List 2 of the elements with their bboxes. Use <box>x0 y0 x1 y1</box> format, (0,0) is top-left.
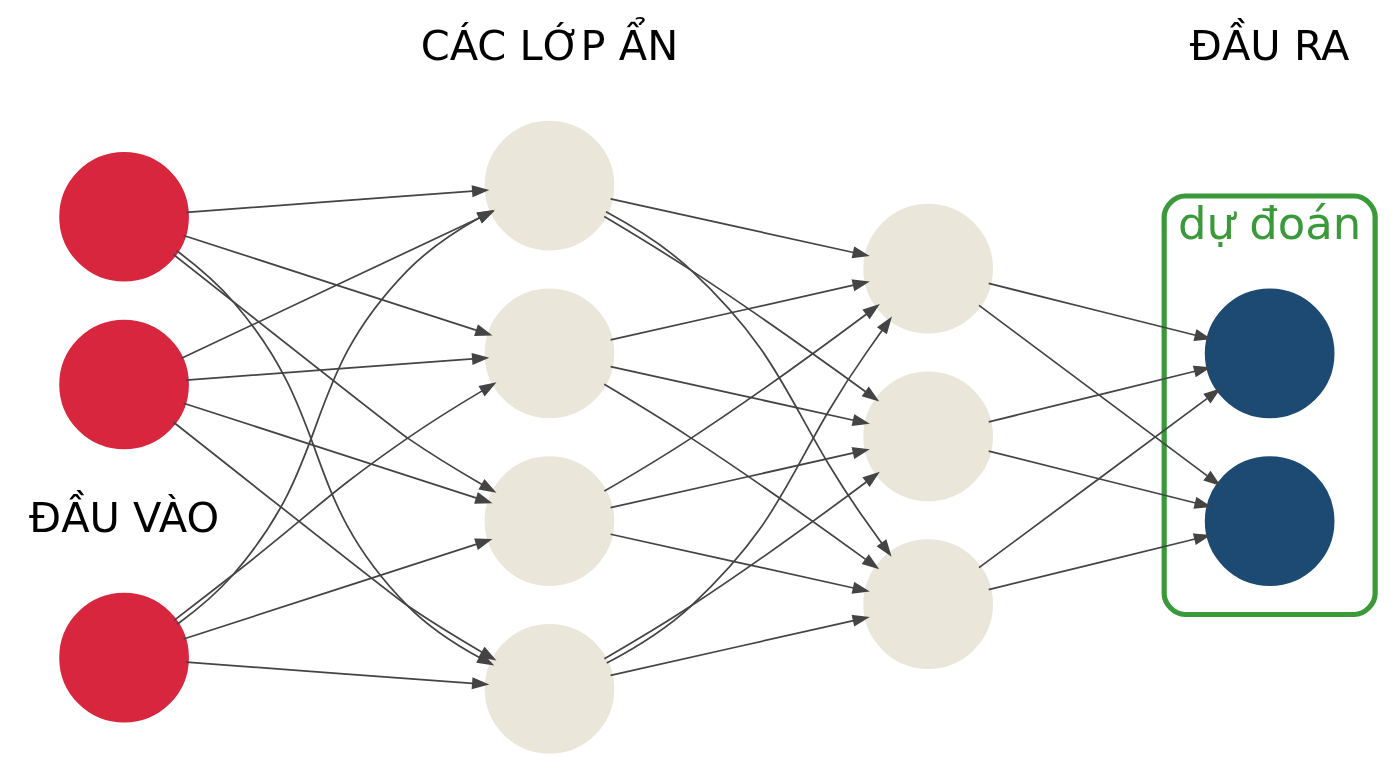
label: ĐẦU VÀO <box>28 492 220 542</box>
label: ĐẦU RA <box>1189 20 1350 70</box>
